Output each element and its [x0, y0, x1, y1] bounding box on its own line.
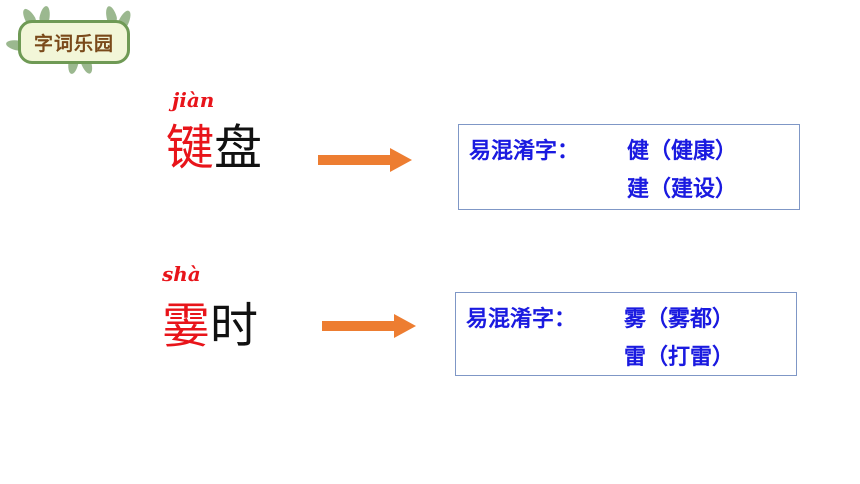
confusable-box: 易混淆字： 健（健康） 建（建设）: [458, 124, 800, 210]
word-char: 时: [210, 298, 259, 354]
confusable-box: 易混淆字： 雾（雾都） 雷（打雷）: [455, 292, 797, 376]
section-title: 字词乐园: [33, 32, 114, 55]
vocab-word: 霎时: [162, 298, 258, 354]
section-title-badge: 字词乐园: [18, 20, 130, 64]
pinyin-label: shà: [162, 262, 201, 286]
confusable-label: 易混淆字：: [466, 306, 577, 332]
confusable-item: 健（健康）: [627, 138, 738, 164]
confusable-item: 雷（打雷）: [624, 344, 735, 370]
highlighted-char: 霎: [162, 298, 211, 354]
confusable-label: 易混淆字：: [469, 138, 580, 164]
vocab-word: 键盘: [166, 120, 262, 176]
pinyin-label: jiàn: [172, 88, 215, 112]
confusable-item: 建（建设）: [627, 176, 738, 202]
highlighted-char: 键: [166, 120, 215, 176]
right-arrow-icon: [318, 148, 412, 172]
word-char: 盘: [214, 120, 263, 176]
section-badge: 字词乐园: [5, 5, 138, 76]
right-arrow-icon: [322, 314, 416, 338]
confusable-item: 雾（雾都）: [624, 306, 735, 332]
